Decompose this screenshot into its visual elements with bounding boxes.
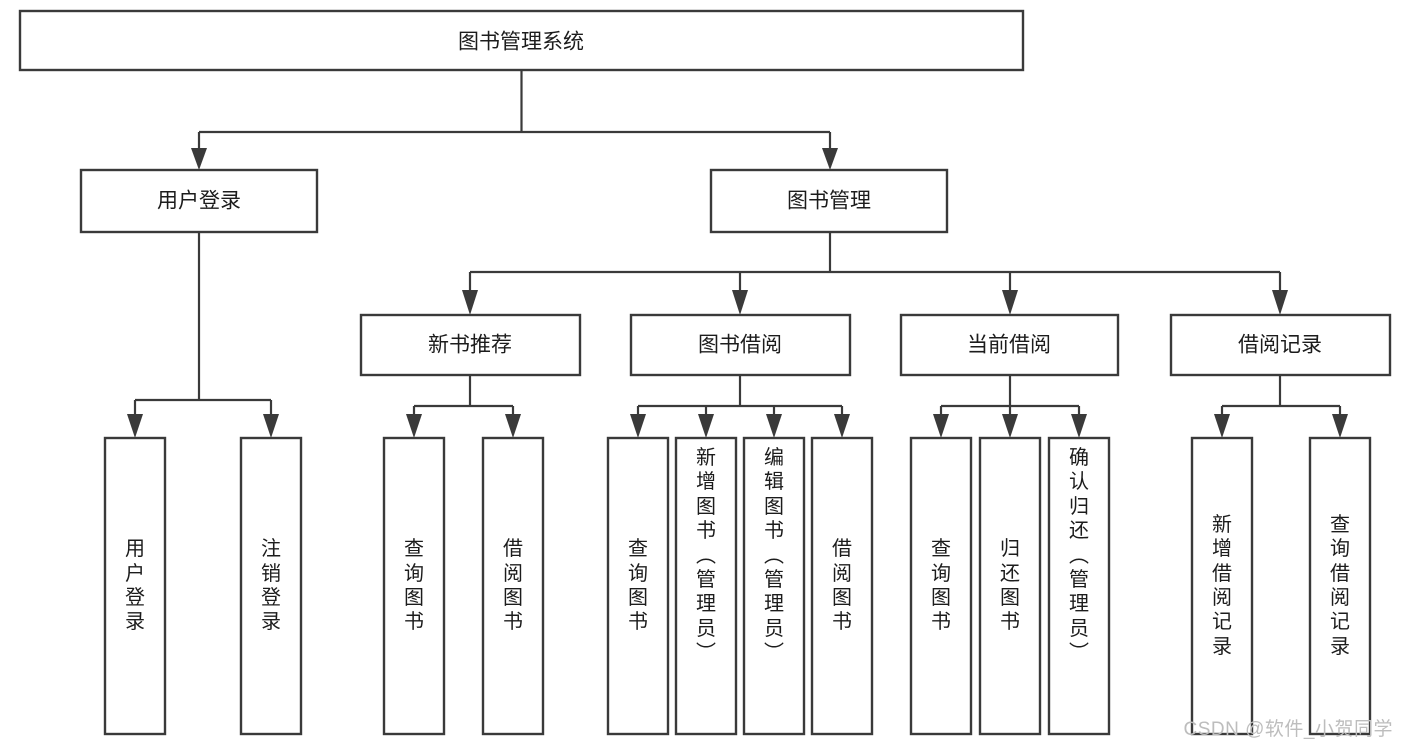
nodes-group	[18, 9, 1392, 736]
node-box-leaf-logout[interactable]	[239, 436, 303, 736]
horizontal-labels-group: 图书管理系统 用户登录 图书管理 新书推荐 图书借阅 当前借阅 借阅记录	[157, 31, 1322, 357]
node-box-leaf-borrow-book-a[interactable]	[481, 436, 545, 736]
arrowhead-borrowrecord-leaf-1	[1214, 414, 1230, 438]
node-box-leaf-return-book[interactable]	[978, 436, 1042, 736]
label-current-borrow: 当前借阅	[967, 334, 1051, 357]
arrowhead-current-borrow	[1002, 290, 1018, 315]
arrowhead-borrowrecord-leaf-2	[1332, 414, 1348, 438]
arrowhead-newbook-leaf-1	[406, 414, 422, 438]
node-box-leaf-add-borrow-record[interactable]	[1190, 436, 1254, 736]
label-user-login: 用户登录	[157, 190, 241, 213]
arrowhead-bookborrow-leaf-2	[698, 414, 714, 438]
arrowhead-borrow-record	[1272, 290, 1288, 315]
node-box-current-borrow[interactable]	[899, 313, 1120, 377]
node-box-leaf-query-book-b[interactable]	[606, 436, 670, 736]
arrowhead-book-borrow	[732, 290, 748, 315]
arrowhead-book-mgmt	[822, 148, 838, 170]
label-book-management: 图书管理	[787, 190, 871, 213]
label-new-book-recommend: 新书推荐	[428, 334, 512, 357]
node-box-leaf-query-book-a[interactable]	[382, 436, 446, 736]
arrowhead-newbook-leaf-2	[505, 414, 521, 438]
arrowhead-bookborrow-leaf-3	[766, 414, 782, 438]
label-borrow-record: 借阅记录	[1238, 334, 1322, 357]
arrowhead-bookborrow-leaf-4	[834, 414, 850, 438]
node-box-user-login[interactable]	[79, 168, 319, 234]
node-box-leaf-user-login[interactable]	[103, 436, 167, 736]
label-root: 图书管理系统	[458, 31, 584, 54]
node-box-borrow-record[interactable]	[1169, 313, 1392, 377]
arrowhead-currentborrow-leaf-1	[933, 414, 949, 438]
label-book-borrow: 图书借阅	[698, 334, 782, 357]
connectors-group	[127, 70, 1348, 438]
node-box-book-management[interactable]	[709, 168, 949, 234]
node-box-leaf-add-book[interactable]	[674, 436, 738, 736]
node-box-root[interactable]	[18, 9, 1025, 72]
node-box-leaf-query-borrow-record[interactable]	[1308, 436, 1372, 736]
node-box-leaf-borrow-book-b[interactable]	[810, 436, 874, 736]
node-box-leaf-query-book-c[interactable]	[909, 436, 973, 736]
arrowhead-user-login	[191, 148, 207, 170]
arrowhead-new-book-rec	[462, 290, 478, 315]
node-box-leaf-edit-book[interactable]	[742, 436, 806, 736]
arrowhead-bookborrow-leaf-1	[630, 414, 646, 438]
node-box-new-book-recommend[interactable]	[359, 313, 582, 377]
arrowhead-leaf-logout	[263, 414, 279, 438]
node-box-book-borrow[interactable]	[629, 313, 852, 377]
node-box-leaf-confirm-return[interactable]	[1047, 436, 1111, 736]
arrowhead-currentborrow-leaf-2	[1002, 414, 1018, 438]
arrowhead-currentborrow-leaf-3	[1071, 414, 1087, 438]
arrowhead-leaf-user-login	[127, 414, 143, 438]
